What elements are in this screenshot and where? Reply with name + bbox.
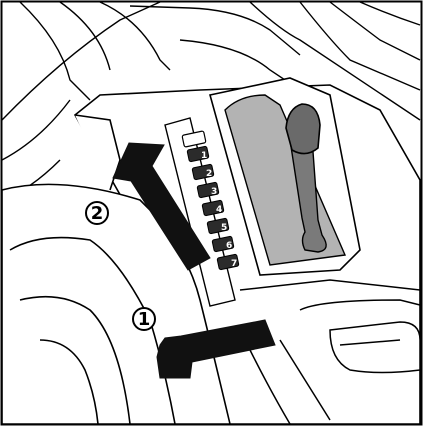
step-2-marker: 2 xyxy=(86,202,108,224)
gear-slot-label: 7 xyxy=(231,259,237,269)
step-2-number: 2 xyxy=(91,203,104,224)
gear-slot-label: 5 xyxy=(221,223,227,233)
step-1-number: 1 xyxy=(138,309,151,330)
gear-slot-label: 2 xyxy=(206,169,212,179)
shift-lever-knob xyxy=(286,104,320,154)
gear-slot-label: 4 xyxy=(216,205,222,215)
step-1-marker: 1 xyxy=(133,308,155,330)
gear-slot-label: 6 xyxy=(226,241,232,251)
gear-slot-label: 3 xyxy=(211,187,217,197)
gear-slot-label: 1 xyxy=(201,151,207,161)
